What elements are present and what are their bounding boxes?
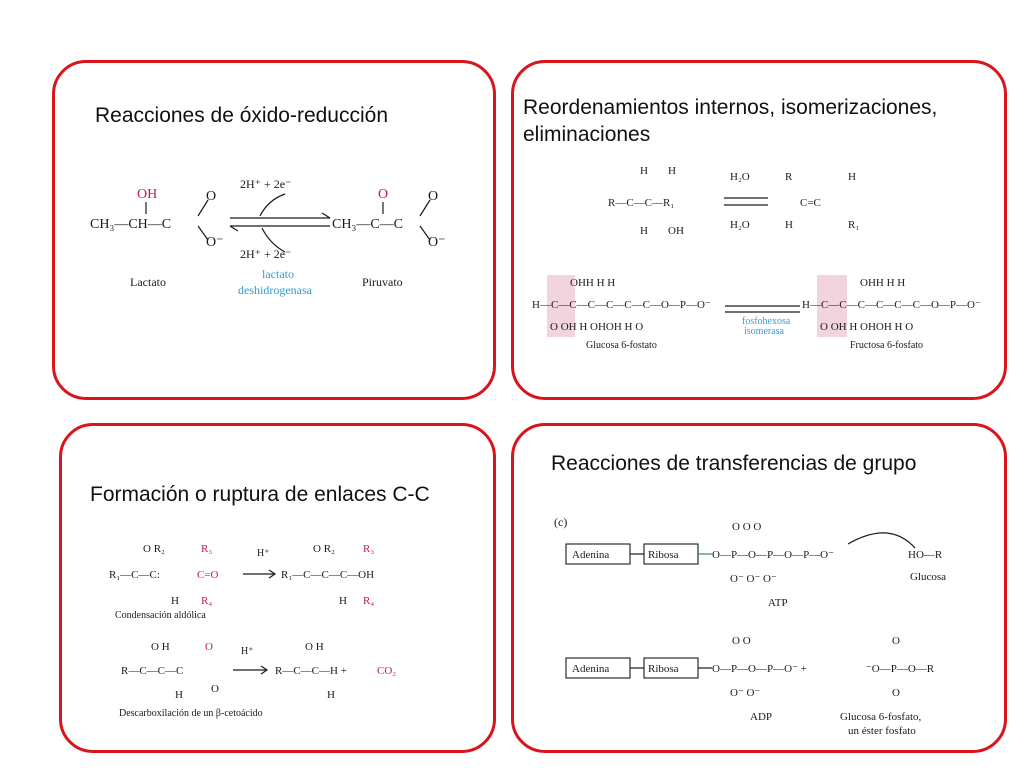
water-top: H₂O	[730, 171, 750, 183]
adenina-adp: Adenina	[572, 663, 609, 675]
pink-highlight-left	[547, 275, 575, 337]
title-transfer: Reacciones de transferencias de grupo	[551, 452, 917, 475]
panel-tag: (c)	[554, 515, 567, 529]
adenina-atp: Adenina	[572, 549, 609, 561]
svg-text:O O O: O O O	[732, 521, 761, 533]
svg-text:R₁—C—C:: R₁—C—C:	[109, 569, 160, 581]
pyruvate-label: Piruvato	[362, 275, 403, 289]
svg-text:R₁: R₁	[848, 219, 859, 231]
water-bottom: H₂O	[730, 219, 750, 231]
svg-text:O⁻ O⁻ O⁻: O⁻ O⁻ O⁻	[730, 573, 777, 585]
title-cc: Formación o ruptura de enlaces C-C	[90, 483, 430, 506]
top-cofactor: 2H⁺ + 2e⁻	[240, 177, 291, 191]
svg-text:H: H	[785, 219, 793, 231]
svg-text:O H: O H	[151, 641, 170, 653]
svg-text:H: H	[848, 171, 856, 183]
diagram-elimination: H H R—C—C—R₁ H OH H₂O H₂O R H C=C H R₁	[608, 165, 859, 237]
atp-label: ATP	[768, 597, 788, 609]
adp-label: ADP	[750, 711, 772, 723]
svg-text:H: H	[327, 689, 335, 701]
svg-text:O: O	[892, 635, 900, 647]
glucose-label: Glucosa 6-fostato	[586, 340, 657, 351]
panel-cc	[59, 423, 496, 753]
isomerase-label-1: fosfohexosa	[742, 316, 791, 327]
diagram-atp: (c) Adenina Ribosa O—P—O—P—O—P—O⁻ O O O …	[554, 515, 946, 737]
svg-text:O—P—O—P—O⁻ +: O—P—O—P—O⁻ +	[712, 663, 807, 675]
title-isomer-line1: Reordenamientos internos, isomerizacione…	[523, 96, 938, 119]
svg-text:H: H	[171, 595, 179, 607]
enzyme-label-1: lactato	[262, 267, 294, 281]
decarbox-label: Descarboxilación de un β-cetoácido	[119, 708, 263, 719]
svg-text:R—C—C—H +: R—C—C—H +	[275, 665, 347, 677]
svg-text:O: O	[206, 189, 216, 204]
svg-text:R: R	[785, 171, 793, 183]
svg-text:O: O	[428, 189, 438, 204]
svg-text:H: H	[668, 165, 676, 177]
svg-text:R₃: R₃	[201, 543, 212, 555]
svg-text:O O: O O	[732, 635, 751, 647]
panel-isomer	[511, 60, 1007, 400]
svg-text:O: O	[211, 683, 219, 695]
svg-text:H: H	[640, 165, 648, 177]
title-isomer: Reordenamientos internos, isomerizacione…	[523, 94, 937, 149]
ester-label-2: un éster fosfato	[848, 725, 916, 737]
svg-text:O R₂: O R₂	[313, 543, 335, 555]
glucose-label-atp: Glucosa	[910, 571, 946, 583]
svg-text:O—P—O—P—O—P—O⁻: O—P—O—P—O—P—O⁻	[712, 549, 834, 561]
svg-text:H: H	[640, 225, 648, 237]
svg-text:⁻O—P—O—R: ⁻O—P—O—R	[866, 663, 935, 675]
svg-text:O OH H OHOH H O: O OH H OHOH H O	[820, 321, 913, 333]
svg-text:H: H	[339, 595, 347, 607]
svg-text:R—C—C—R₁: R—C—C—R₁	[608, 197, 674, 209]
svg-text:H—C—C—C—C—C—C—O—P—O⁻: H—C—C—C—C—C—C—O—P—O⁻	[802, 299, 981, 311]
diagram-isomerase: H—C—C—C—C—C—C—O—P—O⁻ OHH H H O OH H OHOH…	[532, 277, 981, 351]
ribosa-atp: Ribosa	[648, 549, 679, 561]
title-isomer-line2: eliminaciones	[523, 123, 651, 147]
lactate-formula: CH₃—CH—C	[90, 217, 171, 232]
svg-text:O⁻ O⁻: O⁻ O⁻	[730, 687, 760, 699]
diagram-aldol: O R₂ R₃ R₁—C—C: C=O H R₄ H⁺ O R₂ R₃ R₁—C—C—C…	[109, 543, 374, 618]
ribosa-adp: Ribosa	[648, 663, 679, 675]
svg-text:O: O	[205, 641, 213, 653]
diagram-decarboxylation: O H O R—C—C—C H O H⁺ O H R—C—C—H + CO₂ H D…	[119, 641, 396, 719]
svg-text:H—C—C—C—C—C—C—O—P—O⁻: H—C—C—C—C—C—C—O—P—O⁻	[532, 299, 711, 311]
svg-text:R₁—C—C—C—OH: R₁—C—C—C—OH	[281, 569, 374, 581]
isomerase-label-2: isomerasa	[744, 326, 785, 337]
pyruvate-formula: CH₃—C—C	[332, 217, 403, 232]
oh-label: OH	[137, 187, 157, 202]
svg-text:R₃: R₃	[363, 543, 374, 555]
pink-highlight-right	[817, 275, 847, 337]
h-plus-1: H⁺	[257, 548, 270, 559]
co2: CO₂	[377, 665, 396, 677]
aldol-label: Condensación aldólica	[115, 610, 206, 618]
svg-text:C=O: C=O	[197, 569, 219, 581]
panel-redox	[52, 60, 496, 400]
svg-text:C=C: C=C	[800, 197, 821, 209]
svg-text:OHH H H: OHH H H	[570, 277, 615, 289]
svg-text:R₄: R₄	[201, 595, 212, 607]
ester-label-1: Glucosa 6-fosfato,	[840, 711, 922, 723]
svg-text:R₄: R₄	[363, 595, 374, 607]
svg-text:O H: O H	[305, 641, 324, 653]
h-plus-2: H⁺	[241, 646, 254, 657]
svg-text:O OH H OHOH H O: O OH H OHOH H O	[550, 321, 643, 333]
svg-text:H: H	[175, 689, 183, 701]
diagram-redox: OH CH₃—CH—C O O⁻ 2H⁺ + 2e⁻ 2H⁺ + 2e⁻ lac…	[90, 177, 446, 297]
svg-text:O⁻: O⁻	[428, 235, 446, 250]
svg-text:R—C—C—C: R—C—C—C	[121, 665, 183, 677]
glucose-group: HO—R	[908, 549, 943, 561]
svg-text:OHH H H: OHH H H	[860, 277, 905, 289]
svg-text:O R₂: O R₂	[143, 543, 165, 555]
enzyme-label-2: deshidrogenasa	[238, 283, 313, 297]
title-redox: Reacciones de óxido-reducción	[95, 104, 389, 127]
fructose-label: Fructosa 6-fosfato	[850, 340, 923, 351]
bottom-cofactor: 2H⁺ + 2e⁻	[240, 247, 291, 261]
svg-text:O: O	[378, 187, 388, 202]
lactate-label: Lactato	[130, 275, 166, 289]
panel-transfer	[511, 423, 1007, 753]
svg-text:O: O	[892, 687, 900, 699]
svg-text:OH: OH	[668, 225, 684, 237]
svg-text:O⁻: O⁻	[206, 235, 224, 250]
